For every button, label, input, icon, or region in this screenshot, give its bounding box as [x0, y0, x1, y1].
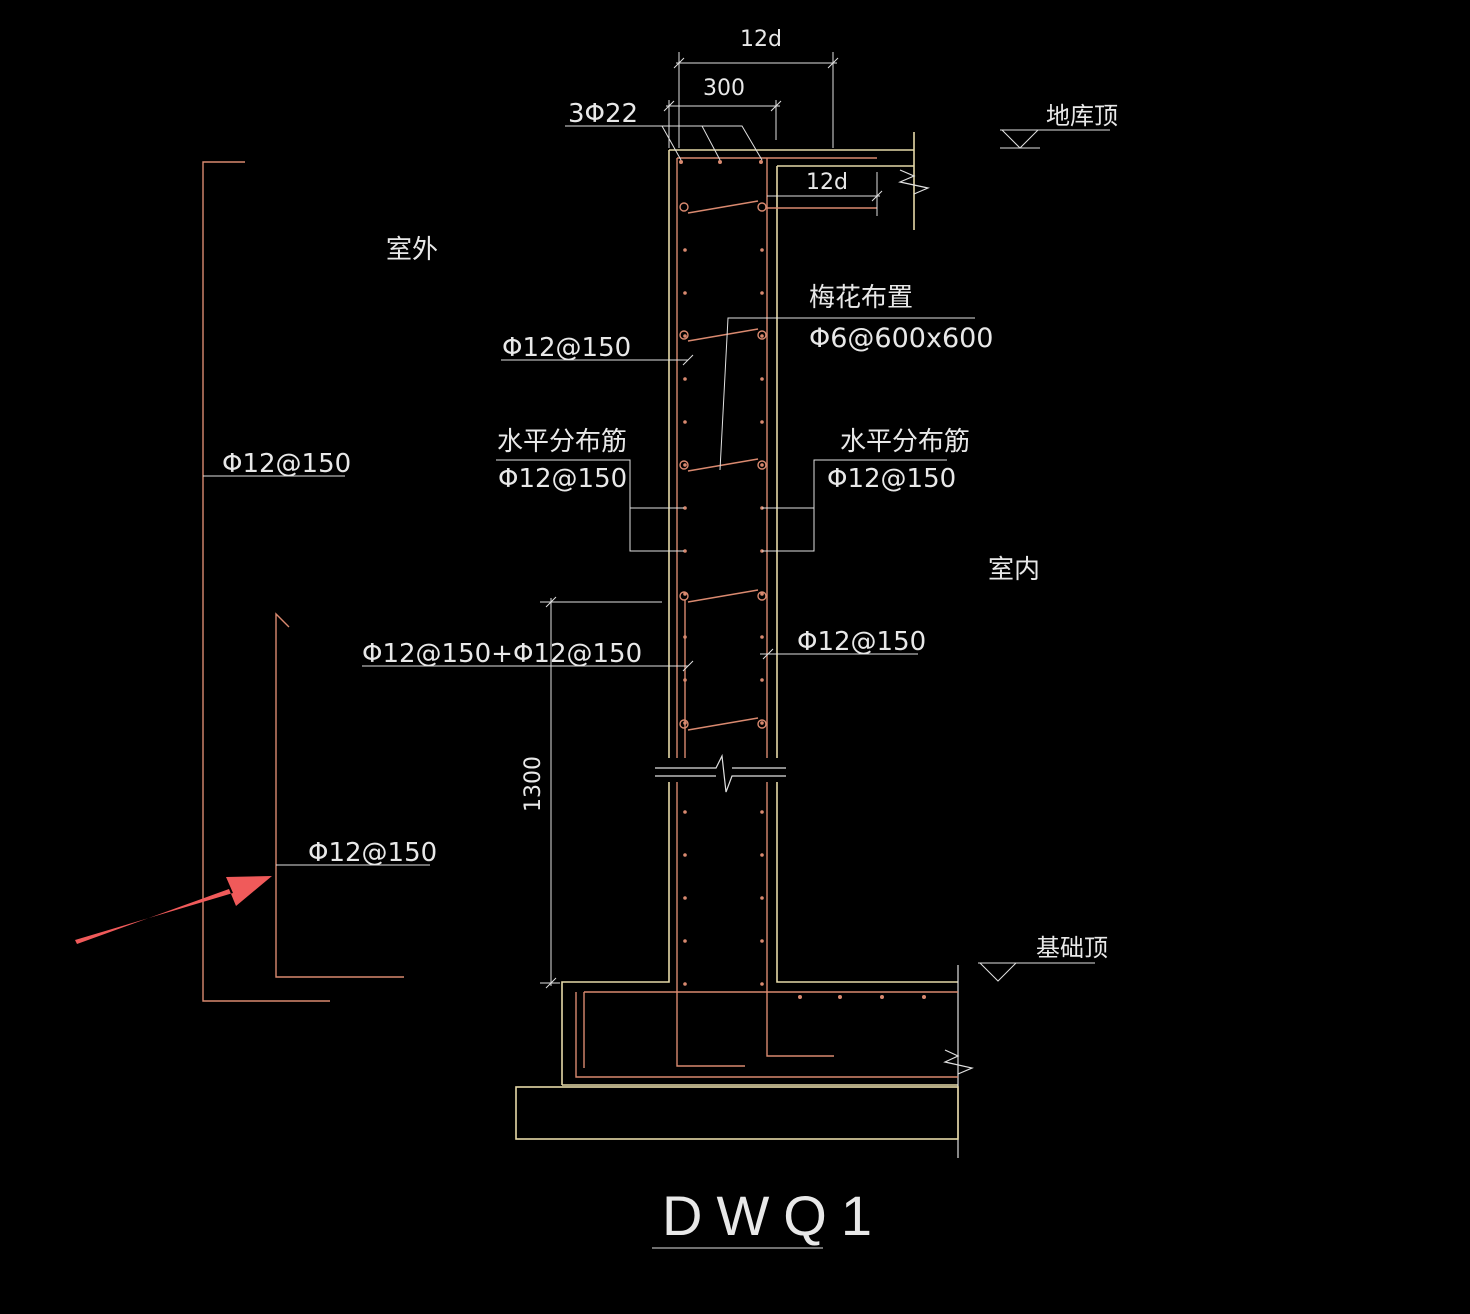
rebar-dot [760, 377, 764, 381]
tie-bar [679, 328, 767, 342]
drawing-title: DWQ1 [662, 1184, 886, 1247]
leader-outer-vertical [501, 354, 694, 366]
rebar-dot [683, 592, 687, 596]
leader-inner-vertical [760, 648, 918, 660]
rebar-dot [760, 463, 764, 467]
rebar-dot [683, 506, 687, 510]
rebar-dot [683, 678, 687, 682]
rebar-dot [683, 982, 687, 986]
rebar-dot [760, 853, 764, 857]
rebar-dot [760, 291, 764, 295]
rebar-dot [760, 635, 764, 639]
detail-sketch [202, 161, 430, 1002]
dimension-300 [663, 100, 782, 148]
leader-3phi22 [565, 125, 763, 161]
dim-300-text: 300 [703, 76, 745, 101]
rebar-dot [683, 248, 687, 252]
rebar-dot [683, 853, 687, 857]
foundation-top-level-symbol [978, 962, 1095, 982]
tie-bar [679, 589, 767, 603]
dim-1300-text: 1300 [521, 756, 546, 812]
top-bars-3phi22 [679, 160, 763, 164]
dimension-12d-top [673, 52, 839, 148]
wall-concrete-outline [515, 132, 974, 1158]
dim-12d-top-text: 12d [740, 27, 782, 52]
tie-bar [679, 717, 767, 731]
red-arrow-icon [75, 876, 272, 944]
rebar-dot [683, 939, 687, 943]
rebar-dot [683, 377, 687, 381]
rebar-dot [683, 420, 687, 424]
rebar-dot [683, 463, 687, 467]
rebar-dot [760, 592, 764, 596]
dimension-12d-right [767, 172, 883, 216]
rebar-dot [760, 420, 764, 424]
leader-tie-bar [719, 317, 975, 471]
rebar-dot [683, 291, 687, 295]
left-horizontal-title: 水平分布筋 [497, 427, 627, 457]
horizontal-bar-dots [683, 248, 764, 986]
rebar-dot [683, 810, 687, 814]
tie-bars [679, 200, 767, 731]
dimension-1300 [540, 596, 662, 989]
rebar-dot [760, 334, 764, 338]
rebar-dot [683, 721, 687, 725]
inner-vertical-text: Φ12@150 [797, 627, 926, 657]
rebar-dot [683, 549, 687, 553]
rebar-dot [760, 982, 764, 986]
left-horizontal-value: Φ12@150 [498, 464, 627, 494]
dim-12d-right-text: 12d [806, 170, 848, 195]
leader-outer-added [362, 660, 694, 672]
outer-added-text: Φ12@150+Φ12@150 [362, 639, 642, 669]
rebar-dot [760, 810, 764, 814]
bar-3phi22-text: 3Φ22 [568, 99, 638, 129]
rebar-dot [760, 939, 764, 943]
plum-layout-text: 梅花布置 [809, 283, 913, 313]
garage-top-text: 地库顶 [1046, 102, 1118, 130]
leader-right-horizontal [762, 459, 947, 552]
rebar-dot [760, 896, 764, 900]
outside-label: 室外 [386, 235, 438, 265]
foundation-bar-dots [798, 995, 926, 999]
garage-top-level-symbol [1000, 129, 1110, 149]
rebar-dot [760, 721, 764, 725]
tie-bar [679, 200, 767, 214]
rebar-dot [760, 248, 764, 252]
detail-added-text: Φ12@150 [308, 838, 437, 868]
right-horizontal-value: Φ12@150 [827, 464, 956, 494]
rebar-dot [683, 635, 687, 639]
wall-rebar [575, 157, 958, 1078]
inside-label: 室内 [988, 555, 1040, 585]
right-horizontal-title: 水平分布筋 [840, 427, 970, 457]
outer-vertical-text: Φ12@150 [502, 333, 631, 363]
detail-outer-text: Φ12@150 [222, 449, 351, 479]
rebar-dot [760, 678, 764, 682]
leader-left-horizontal [496, 459, 684, 552]
rebar-dot [683, 334, 687, 338]
tie-bar-text: Φ6@600x600 [809, 323, 993, 354]
foundation-top-text: 基础顶 [1036, 934, 1108, 962]
rebar-dot [683, 896, 687, 900]
tie-bar [679, 458, 767, 472]
